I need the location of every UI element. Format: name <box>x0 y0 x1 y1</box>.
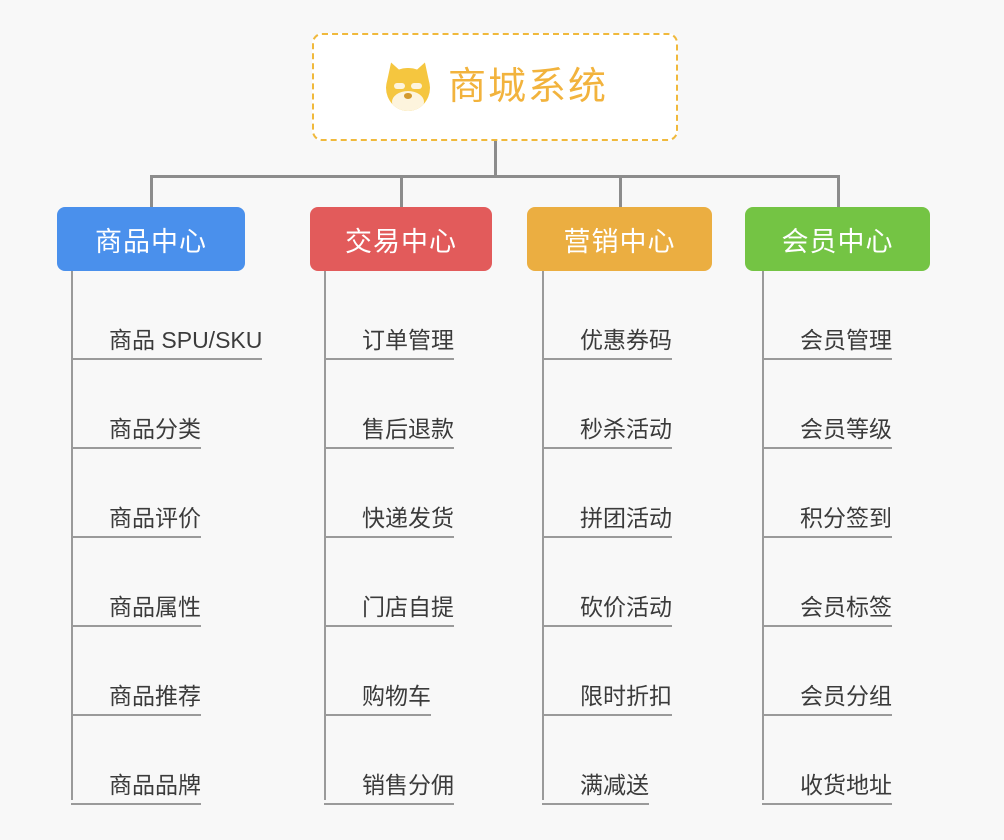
leaf-label: 限时折扣 <box>580 683 672 716</box>
leaf-underline <box>762 358 802 360</box>
leaf-label: 收货地址 <box>800 772 892 805</box>
leaf-underline <box>542 447 582 449</box>
branch-label: 营销中心 <box>563 226 676 257</box>
leaf-label: 会员等级 <box>800 416 892 449</box>
leaf-item[interactable]: 收货地址 <box>762 716 892 805</box>
leaf-item[interactable]: 满减送 <box>542 716 649 805</box>
branch-node-2[interactable]: 交易中心 <box>310 207 492 271</box>
leaf-item[interactable]: 销售分佣 <box>324 716 454 805</box>
branch-connector-2 <box>400 175 403 208</box>
leaf-underline <box>762 803 802 805</box>
leaf-underline <box>324 714 364 716</box>
leaf-underline <box>71 625 111 627</box>
leaf-label: 商品属性 <box>109 594 201 627</box>
leaf-label: 会员标签 <box>800 594 892 627</box>
leaf-label: 快递发货 <box>362 505 454 538</box>
leaf-item[interactable]: 商品品牌 <box>71 716 201 805</box>
leaf-underline <box>324 625 364 627</box>
leaf-label: 商品分类 <box>109 416 201 449</box>
branch-label: 商品中心 <box>95 226 207 257</box>
leaf-item[interactable]: 砍价活动 <box>542 538 672 627</box>
leaf-item[interactable]: 快递发货 <box>324 449 454 538</box>
leaf-underline <box>762 625 802 627</box>
leaf-spine <box>542 271 544 800</box>
leaf-underline <box>542 714 582 716</box>
branch-node-1[interactable]: 商品中心 <box>57 207 245 271</box>
leaf-item[interactable]: 会员等级 <box>762 360 892 449</box>
leaf-underline <box>762 536 802 538</box>
leaf-label: 砍价活动 <box>580 594 672 627</box>
leaf-underline <box>71 447 111 449</box>
branch-label: 会员中心 <box>781 226 894 257</box>
leaf-item[interactable]: 门店自提 <box>324 538 454 627</box>
leaf-item[interactable]: 积分签到 <box>762 449 892 538</box>
leaf-underline <box>71 536 111 538</box>
branch-connector-1 <box>150 175 153 208</box>
branch-label: 交易中心 <box>345 226 457 257</box>
dog-face-icon <box>380 59 436 112</box>
leaf-underline <box>324 803 364 805</box>
leaf-underline <box>762 447 802 449</box>
leaf-item[interactable]: 订单管理 <box>324 271 454 360</box>
leaf-label: 商品评价 <box>109 505 201 538</box>
branch-connector-4 <box>837 175 840 208</box>
leaf-item[interactable]: 会员标签 <box>762 538 892 627</box>
branch-node-3[interactable]: 营销中心 <box>527 207 712 271</box>
leaf-item[interactable]: 商品属性 <box>71 538 201 627</box>
leaf-underline <box>324 358 364 360</box>
leaf-underline <box>324 536 364 538</box>
leaf-underline <box>71 358 111 360</box>
leaf-item[interactable]: 售后退款 <box>324 360 454 449</box>
leaf-spine <box>762 271 764 800</box>
leaf-label: 购物车 <box>362 683 431 716</box>
leaf-label: 会员管理 <box>800 327 892 360</box>
leaf-item[interactable]: 秒杀活动 <box>542 360 672 449</box>
leaf-label: 商品推荐 <box>109 683 201 716</box>
leaf-label: 商品 SPU/SKU <box>109 327 263 360</box>
leaf-underline <box>542 625 582 627</box>
leaf-label: 拼团活动 <box>580 505 672 538</box>
leaf-spine <box>324 271 326 800</box>
leaf-label: 售后退款 <box>362 416 454 449</box>
leaf-label: 秒杀活动 <box>580 416 672 449</box>
leaf-label: 会员分组 <box>800 683 892 716</box>
leaf-underline <box>542 536 582 538</box>
leaf-label: 商品品牌 <box>109 772 201 805</box>
leaf-spine <box>71 271 73 800</box>
leaf-underline <box>542 803 582 805</box>
leaf-item[interactable]: 拼团活动 <box>542 449 672 538</box>
leaf-label: 积分签到 <box>800 505 892 538</box>
leaf-item[interactable]: 优惠券码 <box>542 271 672 360</box>
leaf-item[interactable]: 商品推荐 <box>71 627 201 716</box>
leaf-label: 门店自提 <box>362 594 454 627</box>
root-connector-vertical <box>494 141 497 177</box>
leaf-underline <box>71 803 111 805</box>
leaf-underline <box>542 358 582 360</box>
leaf-item[interactable]: 购物车 <box>324 627 431 716</box>
leaf-underline <box>762 714 802 716</box>
leaf-label: 优惠券码 <box>580 327 672 360</box>
leaf-item[interactable]: 商品评价 <box>71 449 201 538</box>
leaf-underline <box>71 714 111 716</box>
leaf-label: 销售分佣 <box>362 772 454 805</box>
leaf-label: 满减送 <box>580 772 649 805</box>
root-node[interactable]: 商城系统 <box>312 33 678 141</box>
branch-connector-3 <box>619 175 622 208</box>
leaf-item[interactable]: 限时折扣 <box>542 627 672 716</box>
leaf-label: 订单管理 <box>362 327 454 360</box>
leaf-item[interactable]: 会员管理 <box>762 271 892 360</box>
branch-connector-horizontal <box>150 175 840 178</box>
root-title: 商城系统 <box>447 66 608 108</box>
branch-node-4[interactable]: 会员中心 <box>745 207 930 271</box>
leaf-underline <box>324 447 364 449</box>
leaf-item[interactable]: 商品 SPU/SKU <box>71 271 263 360</box>
leaf-item[interactable]: 商品分类 <box>71 360 201 449</box>
leaf-item[interactable]: 会员分组 <box>762 627 892 716</box>
